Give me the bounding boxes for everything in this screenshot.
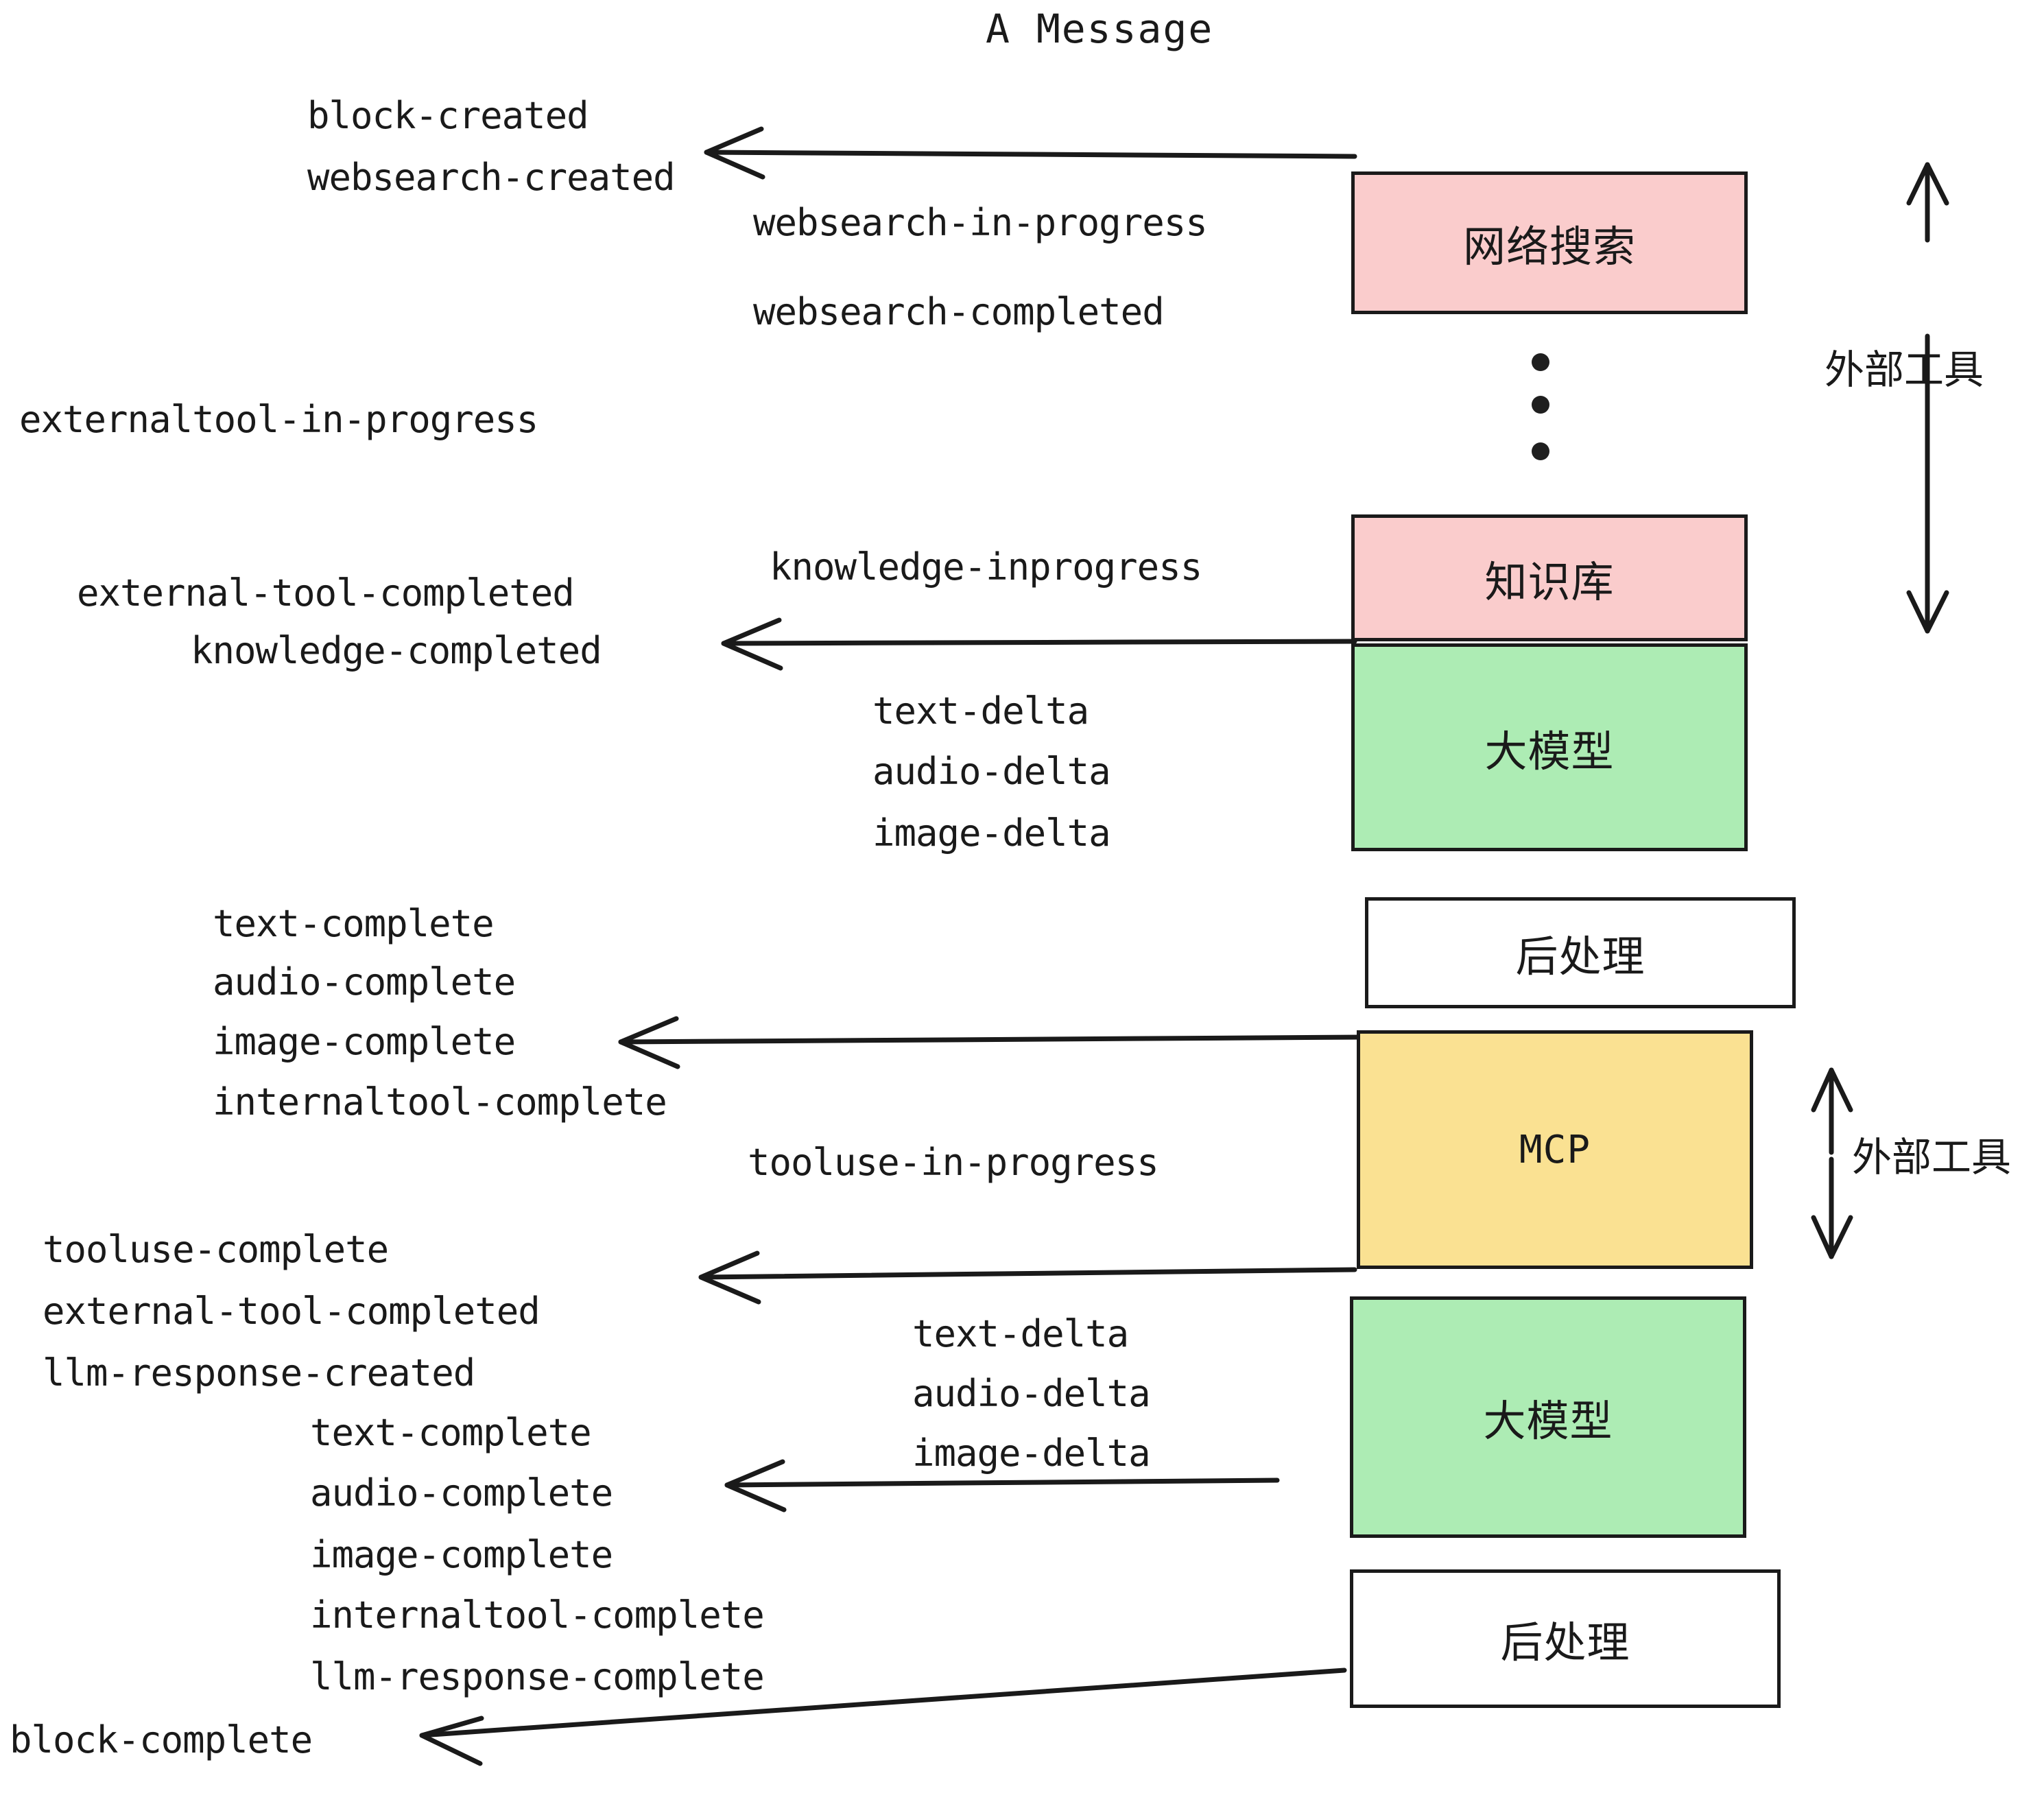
node-postprocess-top[interactable]: 后处理 — [1365, 897, 1796, 1008]
event-audio-delta-1: audio-delta — [872, 750, 1111, 793]
node-websearch-label: 网络搜索 — [1462, 222, 1636, 272]
event-image-delta-2: image-delta — [912, 1432, 1151, 1475]
node-postprocess-bottom-label: 后处理 — [1500, 1617, 1630, 1667]
event-websearch-completed: websearch-completed — [753, 290, 1165, 333]
node-postprocess-top-label: 后处理 — [1515, 931, 1645, 982]
node-llm-top[interactable]: 大模型 — [1351, 643, 1748, 851]
event-internaltool-complete-2: internaltool-complete — [310, 1593, 765, 1637]
node-mcp[interactable]: MCP — [1357, 1030, 1753, 1269]
event-llm-response-complete: llm-response-complete — [310, 1655, 765, 1698]
node-knowledge[interactable]: 知识库 — [1351, 514, 1748, 641]
ellipsis-dot — [1532, 442, 1549, 460]
page-title: A Message — [986, 5, 1214, 52]
node-websearch[interactable]: 网络搜索 — [1351, 171, 1748, 314]
event-llm-response-created: llm-response-created — [43, 1351, 475, 1394]
node-knowledge-label: 知识库 — [1484, 556, 1615, 607]
event-text-delta-2: text-delta — [912, 1312, 1129, 1355]
event-knowledge-completed: knowledge-completed — [191, 629, 602, 672]
event-externaltool-in-progress: externaltool-in-progress — [19, 398, 538, 441]
event-block-created: block-created — [307, 94, 589, 137]
side-label-external-tools-bottom: 外部工具 — [1852, 1134, 2012, 1180]
event-external-tool-completed-2: external-tool-completed — [43, 1290, 540, 1333]
node-postprocess-bottom[interactable]: 后处理 — [1350, 1569, 1781, 1708]
event-external-tool-completed-1: external-tool-completed — [77, 571, 575, 615]
event-tooluse-in-progress: tooluse-in-progress — [748, 1141, 1159, 1184]
event-audio-complete-2: audio-complete — [310, 1471, 613, 1515]
event-tooluse-complete: tooluse-complete — [43, 1228, 389, 1271]
event-websearch-created: websearch-created — [307, 156, 676, 199]
event-audio-delta-2: audio-delta — [912, 1372, 1151, 1415]
event-text-delta-1: text-delta — [872, 689, 1089, 733]
event-image-complete-2: image-complete — [310, 1533, 613, 1576]
node-llm-bottom-label: 大模型 — [1483, 1396, 1613, 1446]
event-audio-complete-1: audio-complete — [213, 960, 516, 1004]
event-websearch-in-progress: websearch-in-progress — [753, 201, 1208, 244]
ellipsis-dot — [1532, 396, 1549, 414]
event-image-complete-1: image-complete — [213, 1020, 516, 1063]
side-label-external-tools-top: 外部工具 — [1825, 346, 1984, 393]
ellipsis-dot — [1532, 353, 1549, 371]
event-block-complete: block-complete — [10, 1718, 313, 1761]
event-image-delta-1: image-delta — [872, 811, 1111, 855]
event-internaltool-complete-1: internaltool-complete — [213, 1080, 667, 1124]
event-text-complete-1: text-complete — [213, 902, 495, 945]
node-llm-top-label: 大模型 — [1484, 726, 1615, 776]
event-knowledge-inprogress: knowledge-inprogress — [770, 545, 1202, 589]
node-llm-bottom[interactable]: 大模型 — [1350, 1296, 1746, 1538]
event-text-complete-2: text-complete — [310, 1411, 592, 1454]
node-mcp-label: MCP — [1519, 1127, 1591, 1172]
